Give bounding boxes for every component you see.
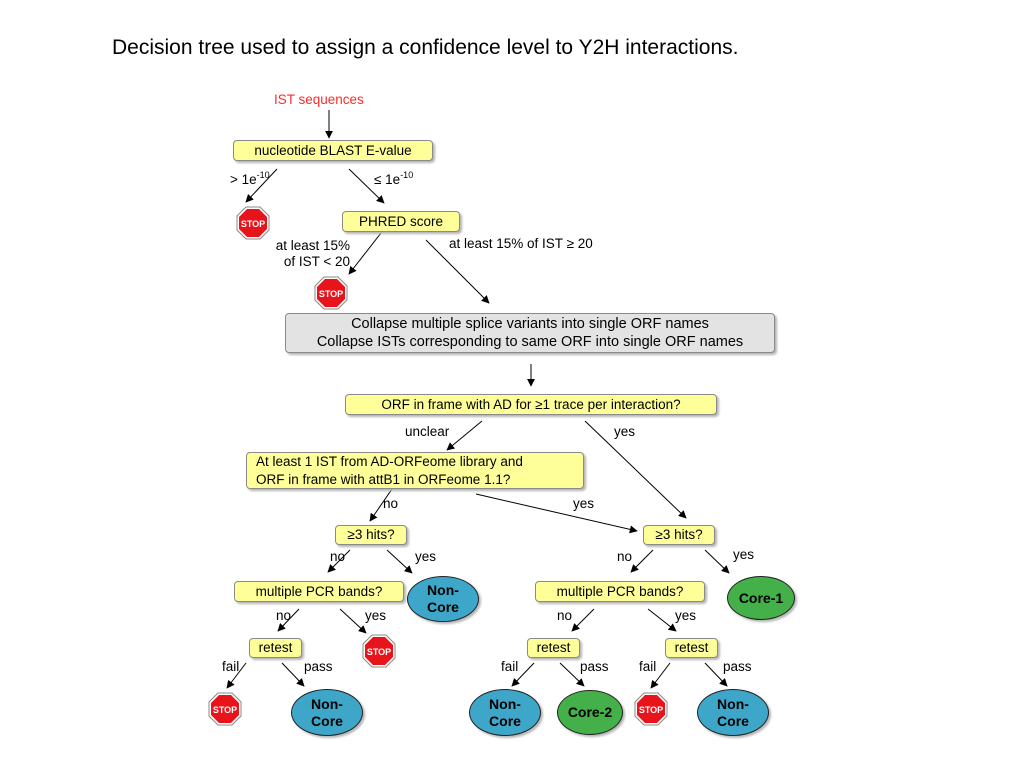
arrow-retest-left-stop bbox=[226, 662, 247, 689]
stop-sign-icon: STOP bbox=[236, 206, 270, 240]
stop-sign-icon: STOP bbox=[208, 692, 242, 726]
start-label: IST sequences bbox=[274, 92, 364, 107]
noncore-outcome-hits: Non- Core bbox=[407, 576, 479, 622]
arrow-retest-left-noncore bbox=[281, 662, 305, 687]
retest-node-middle: retest bbox=[527, 638, 580, 658]
edge-label-atleast-yes: yes bbox=[573, 496, 595, 511]
arrow-blast-stop bbox=[245, 168, 278, 203]
arrow-retest-mid-core2 bbox=[559, 662, 585, 687]
edge-label-retest-left-pass: pass bbox=[304, 659, 333, 674]
stop-text: STOP bbox=[213, 705, 237, 715]
retest-node-right: retest bbox=[665, 638, 718, 658]
edge-label-hits-right-yes: yes bbox=[733, 547, 755, 562]
noncore-outcome-retest-right: Non- Core bbox=[697, 689, 769, 736]
blast-evalue-node: nucleotide BLAST E-value bbox=[233, 140, 433, 161]
arrow-phred-collapse bbox=[425, 239, 490, 304]
at-least-line-1: At least 1 IST from AD-ORFeome library a… bbox=[256, 454, 523, 469]
edge-label-retest-right-fail: fail bbox=[639, 659, 657, 674]
arrow-orf-atleast bbox=[446, 420, 483, 451]
stop-text: STOP bbox=[639, 705, 663, 715]
stop-text: STOP bbox=[367, 647, 391, 657]
edge-label-blast-less-equal: ≤ 1e-10 bbox=[374, 170, 414, 188]
edge-label-retest-right-pass: pass bbox=[723, 659, 752, 674]
noncore-text-1: Non- bbox=[717, 695, 749, 712]
arrow-hits-left-pcr bbox=[327, 549, 351, 573]
pcr-bands-node-left: multiple PCR bands? bbox=[234, 581, 404, 602]
noncore-text-2: Core bbox=[311, 712, 343, 729]
arrow-blast-phred bbox=[348, 168, 385, 204]
edge-label-atleast-no: no bbox=[383, 496, 399, 511]
noncore-text-2: Core bbox=[489, 712, 521, 729]
edge-label-hits-right-no: no bbox=[617, 549, 633, 564]
edge-label-orf-yes: yes bbox=[614, 424, 636, 439]
phred-low-line-1: at least 15% bbox=[275, 238, 350, 253]
hits-node-left: ≥3 hits? bbox=[335, 525, 407, 545]
noncore-text-1: Non- bbox=[489, 695, 521, 712]
page-title: Decision tree used to assign a confidenc… bbox=[112, 36, 739, 59]
stop-sign-icon: STOP bbox=[314, 276, 348, 310]
edge-label-retest-left-fail: fail bbox=[222, 659, 240, 674]
edge-label-phred-low: at least 15% of IST < 20 bbox=[258, 238, 350, 270]
edge-label-pcr-left-yes: yes bbox=[365, 608, 387, 623]
collapse-node: Collapse multiple splice variants into s… bbox=[285, 313, 775, 353]
arrow-pcr-right-retest bbox=[571, 608, 595, 632]
noncore-text-1: Non- bbox=[427, 582, 459, 598]
edge-label-hits-left-no: no bbox=[330, 549, 346, 564]
arrow-pcr-right-retest2 bbox=[647, 608, 677, 632]
arrow-orf-hits-right bbox=[584, 420, 687, 519]
edge-label-pcr-left-no: no bbox=[276, 608, 292, 623]
arrow-hits-right-core1 bbox=[704, 549, 730, 574]
noncore-outcome-retest-middle: Non- Core bbox=[469, 689, 541, 736]
at-least-ist-node: At least 1 IST from AD-ORFeome library a… bbox=[246, 452, 584, 489]
arrow-retest-right-stop bbox=[650, 662, 671, 689]
edge-label-blast-greater: > 1e-10 bbox=[230, 170, 270, 188]
noncore-outcome-retest-left: Non- Core bbox=[291, 689, 363, 736]
pcr-bands-node-right: multiple PCR bands? bbox=[535, 581, 705, 602]
core2-outcome: Core-2 bbox=[557, 690, 623, 735]
arrow-pcr-left-stop bbox=[339, 608, 367, 634]
edge-label-pcr-right-no: no bbox=[557, 608, 573, 623]
noncore-text-2: Core bbox=[717, 712, 749, 729]
collapse-line-2: Collapse ISTs corresponding to same ORF … bbox=[316, 334, 744, 350]
arrow-hits-right-pcr bbox=[630, 549, 654, 573]
edge-label-pcr-right-yes: yes bbox=[675, 608, 697, 623]
arrow-retest-right-noncore bbox=[704, 662, 728, 687]
arrow-hits-left-noncore bbox=[386, 549, 413, 574]
phred-score-node: PHRED score bbox=[342, 211, 460, 232]
edge-label-retest-mid-pass: pass bbox=[580, 659, 609, 674]
noncore-text-2: Core bbox=[427, 599, 459, 615]
orf-frame-node: ORF in frame with AD for ≥1 trace per in… bbox=[345, 394, 717, 415]
edge-label-unclear: unclear bbox=[405, 424, 450, 439]
stop-text: STOP bbox=[241, 219, 265, 229]
arrow-phred-stop bbox=[348, 232, 382, 275]
stop-text: STOP bbox=[319, 289, 343, 299]
edge-label-hits-left-yes: yes bbox=[415, 549, 437, 564]
noncore-text-1: Non- bbox=[311, 695, 343, 712]
arrow-retest-mid-noncore bbox=[511, 662, 535, 687]
hits-node-right: ≥3 hits? bbox=[643, 525, 715, 545]
retest-node-left: retest bbox=[249, 638, 302, 658]
edge-label-phred-high: at least 15% of IST ≥ 20 bbox=[449, 236, 593, 251]
arrow-atleast-hits-right bbox=[475, 493, 638, 534]
collapse-line-1: Collapse multiple splice variants into s… bbox=[351, 316, 709, 332]
at-least-line-2: ORF in frame with attB1 in ORFeome 1.1? bbox=[256, 472, 511, 487]
edge-label-retest-mid-fail: fail bbox=[501, 659, 519, 674]
stop-sign-icon: STOP bbox=[634, 692, 668, 726]
arrow-atleast-hits-left bbox=[369, 488, 393, 522]
phred-low-line-2: of IST < 20 bbox=[283, 254, 350, 269]
stop-sign-icon: STOP bbox=[362, 634, 396, 668]
core1-outcome: Core-1 bbox=[727, 576, 795, 620]
arrow-pcr-left-retest bbox=[277, 608, 300, 632]
